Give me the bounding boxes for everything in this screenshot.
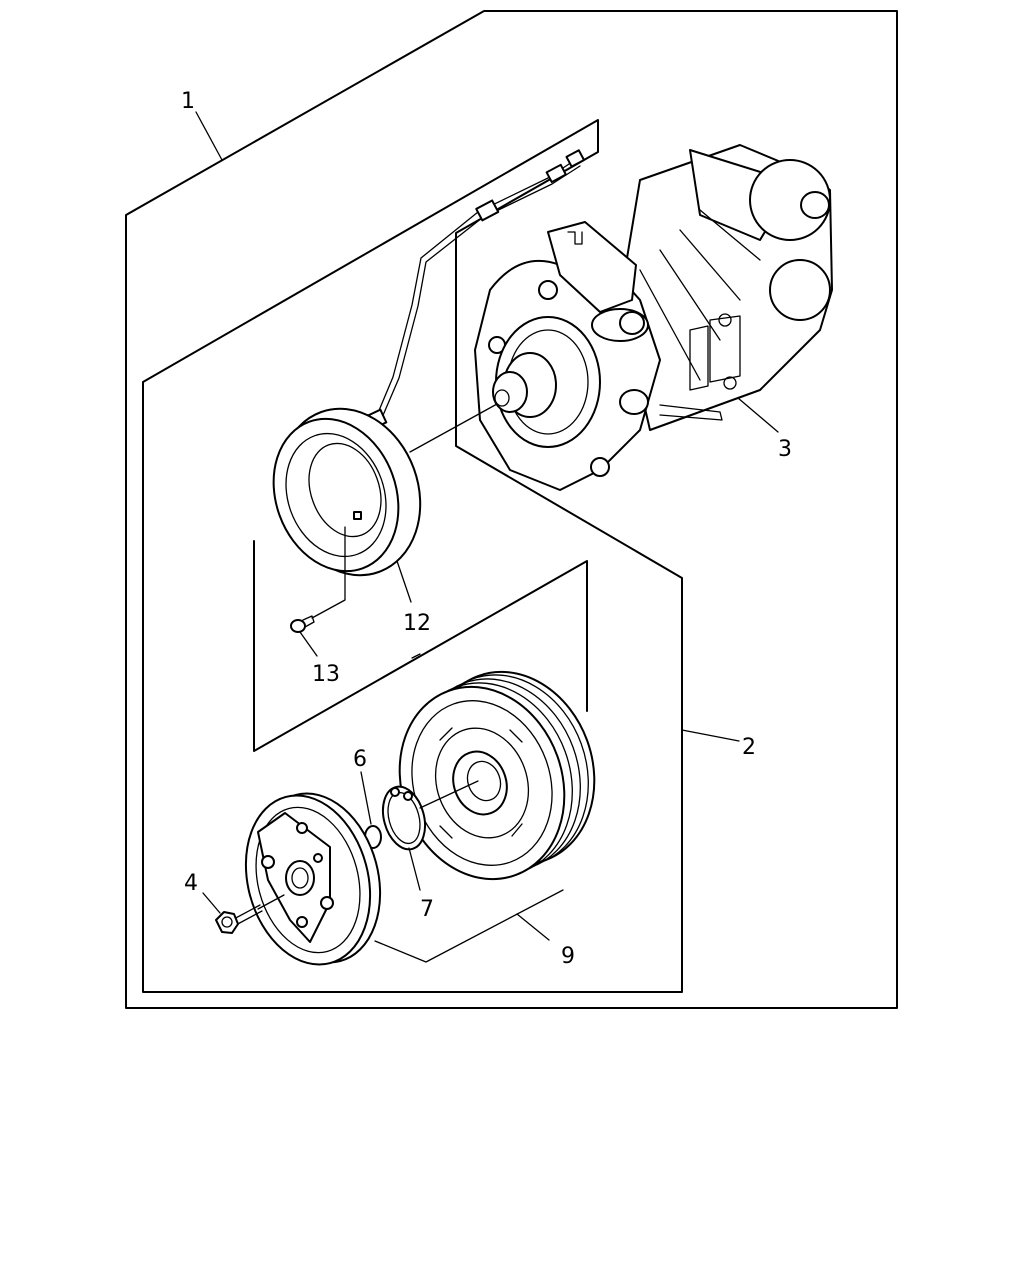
pulley: [398, 670, 596, 881]
assembly-bracket-2: [142, 119, 683, 993]
callout-7: 7: [420, 897, 434, 922]
leader-1: [195, 111, 223, 161]
leader-12: [396, 560, 412, 603]
field-coil: [272, 407, 422, 577]
subassembly-bracket-9: [253, 540, 588, 752]
callout-6: 6: [353, 747, 367, 772]
bolt: [215, 904, 263, 934]
callout-9: 9: [561, 944, 575, 969]
leader-13: [299, 631, 318, 657]
leader-9: [516, 913, 550, 941]
coil-to-screw-line: [311, 526, 346, 619]
bracket-9: [374, 889, 564, 963]
callout-12: 12: [403, 611, 431, 636]
split-mark: [411, 653, 421, 659]
clutch-plate: [244, 792, 382, 966]
screw-13: [290, 615, 315, 633]
clutch-axis-line: [257, 894, 285, 910]
leader-7: [408, 847, 421, 891]
leader-2: [681, 729, 740, 742]
callout-1: 1: [181, 89, 195, 114]
callout-4: 4: [184, 871, 198, 896]
ring-axis-line: [419, 780, 479, 809]
compressor-body: [474, 144, 833, 491]
coil-axis-line: [409, 403, 498, 453]
leader-6: [360, 771, 372, 825]
callout-2: 2: [742, 735, 756, 760]
assembly-bracket-1: [125, 10, 898, 1009]
split-mark-2: [426, 649, 432, 653]
callout-13: 13: [312, 662, 340, 687]
leader-4: [202, 892, 221, 914]
leader-3: [737, 397, 779, 433]
callout-3: 3: [778, 437, 792, 462]
snap-ring: [381, 785, 427, 851]
